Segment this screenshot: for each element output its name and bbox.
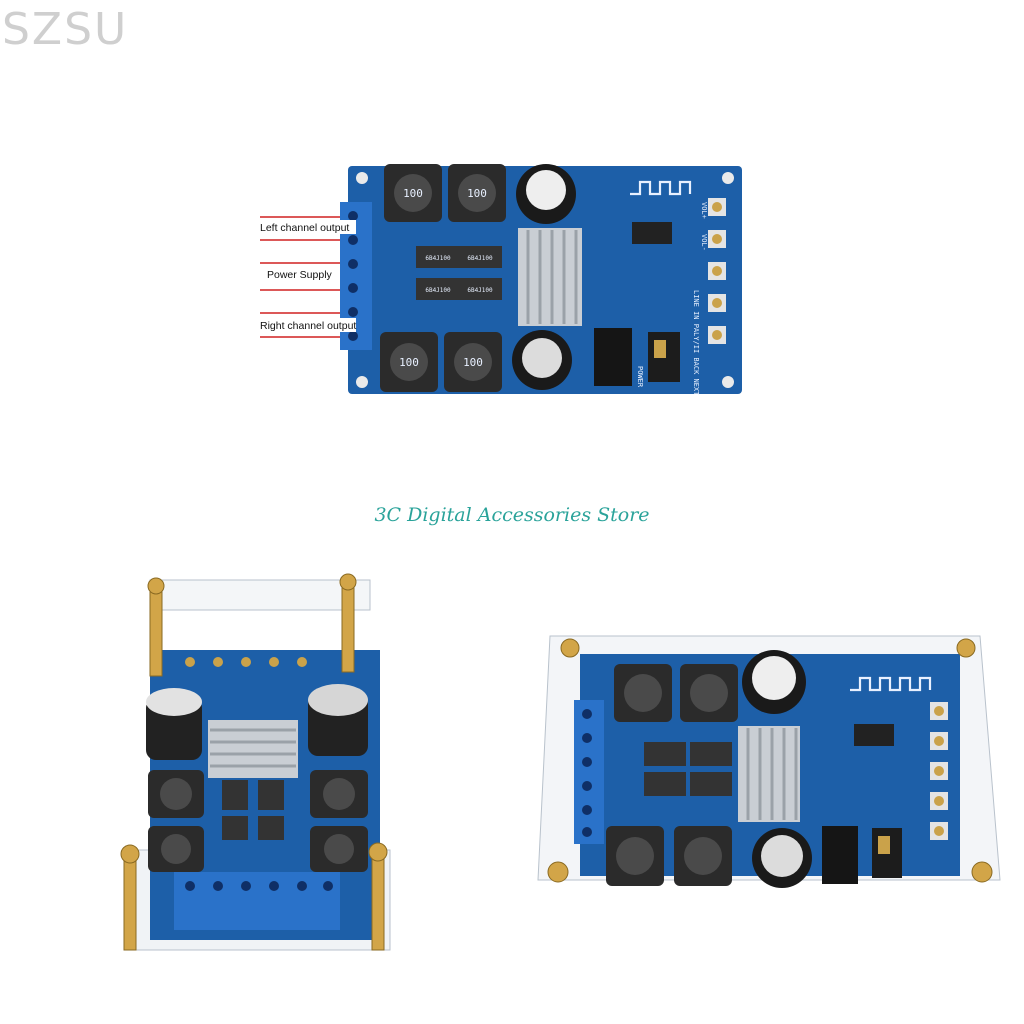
board-diagram: 100 100 100 100 6B4J100 6B4J100 6B4J100 … xyxy=(258,164,742,396)
inductor-group xyxy=(148,770,368,872)
power-jack xyxy=(594,328,632,386)
silk-power: POWER xyxy=(636,366,644,388)
inductor-marking: 100 xyxy=(463,356,483,369)
ic-marking: 6B4J100 xyxy=(425,255,451,262)
ic-marking: 6B4J100 xyxy=(467,287,493,294)
inductor-marking: 100 xyxy=(403,187,423,200)
silk-vol-plus: VOL+ xyxy=(700,202,708,219)
case-angle-photo xyxy=(537,635,1001,888)
label-left-channel: Left channel output xyxy=(260,222,349,234)
inductor-marking: 100 xyxy=(467,187,487,200)
ic-marking: 6B4J100 xyxy=(467,255,493,262)
silk-vol-minus: VOL- xyxy=(700,234,708,251)
heatsink xyxy=(738,726,800,822)
label-power-supply: Power Supply xyxy=(267,269,333,281)
store-name: 3C Digital Accessories Store xyxy=(374,504,650,526)
brass-standoffs xyxy=(547,638,993,883)
silk-jack-row: LINE IN PALY/II BACK NEXT xyxy=(692,290,700,396)
case-front-photo xyxy=(120,573,391,951)
label-lines xyxy=(260,216,355,338)
watermark-text: SZSU xyxy=(2,4,129,55)
heatsink xyxy=(208,720,298,778)
inductor-group xyxy=(380,164,506,392)
button-column xyxy=(930,702,948,840)
ic-marking: 6B4J100 xyxy=(425,287,451,294)
ic-group xyxy=(416,246,502,300)
button-column xyxy=(708,198,726,344)
bluetooth-chip xyxy=(632,222,672,244)
terminal-block xyxy=(574,700,604,844)
brass-standoffs xyxy=(120,573,388,951)
heatsink xyxy=(518,228,582,326)
terminal-block xyxy=(174,872,340,930)
inductor-group xyxy=(606,664,738,886)
inductor-marking: 100 xyxy=(399,356,419,369)
label-right-channel: Right channel output xyxy=(260,320,356,332)
